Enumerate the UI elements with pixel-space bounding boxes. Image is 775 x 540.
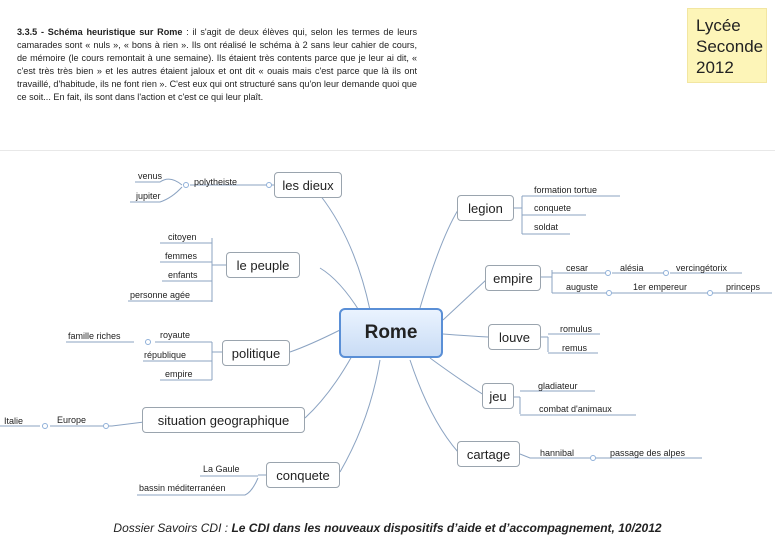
link-legion [419, 209, 459, 309]
leaf-jupiter: jupiter [136, 191, 161, 201]
leaf-premier-empereur: 1er empereur [633, 282, 688, 292]
node-legion[interactable]: legion [457, 195, 514, 221]
leaf-passage-alpes: passage des alpes [610, 448, 686, 458]
leaf-combat-animaux: combat d'animaux [539, 404, 612, 414]
leaf-soldat: soldat [534, 222, 559, 232]
leaf-gladiateur: gladiateur [538, 381, 578, 391]
leaf-polytheiste: polytheiste [194, 177, 238, 187]
center-node-rome[interactable]: Rome [339, 308, 443, 358]
collapse-dot-hannibal[interactable] [590, 455, 596, 461]
leaf-personne-agee: personne agée [130, 290, 191, 300]
leaf-royaute: royaute [160, 330, 191, 340]
header-paragraph: 3.3.5 - Schéma heuristique sur Rome : il… [17, 26, 417, 104]
leaf-princeps: princeps [726, 282, 761, 292]
leaf-formation-tortue: formation tortue [534, 185, 598, 195]
leaf-citoyen: citoyen [168, 232, 197, 242]
leaf-auguste: auguste [566, 282, 599, 292]
link-dieux [319, 194, 371, 311]
leaf-bassin-mediterraneen: bassin méditerranéen [139, 483, 226, 493]
node-politique[interactable]: politique [222, 340, 290, 366]
node-cartage[interactable]: cartage [457, 441, 520, 467]
leaf-europe: Europe [57, 415, 87, 425]
leaf-romulus: romulus [560, 324, 593, 334]
leaf-hannibal: hannibal [540, 448, 575, 458]
link-peuple [319, 267, 361, 313]
leaf-enfants: enfants [168, 270, 198, 280]
leaf-italie: Italie [4, 416, 24, 426]
collapse-dot-dieux[interactable] [183, 182, 189, 188]
leaf-empire-politique: empire [165, 369, 193, 379]
link-politique [289, 329, 341, 353]
level-badge: Lycée Seconde 2012 [687, 8, 767, 83]
node-empire[interactable]: empire [485, 265, 541, 291]
link-louve [442, 333, 489, 338]
node-conquete[interactable]: conquete [266, 462, 340, 488]
collapse-dot-dieux-main[interactable] [266, 182, 272, 188]
badge-line-1: Lycée [696, 16, 741, 35]
footer-caption: Dossier Savoirs CDI : Le CDI dans les no… [0, 521, 775, 535]
section-body: : il s'agit de deux élèves qui, selon le… [17, 27, 417, 102]
collapse-dot-auguste[interactable] [606, 290, 612, 296]
node-les-dieux[interactable]: les dieux [274, 172, 342, 198]
leaf-venus: venus [138, 171, 163, 181]
leaf-vercingetorix: vercingétorix [676, 263, 728, 273]
badge-line-3: 2012 [696, 58, 734, 77]
collapse-dot-italie[interactable] [42, 423, 48, 429]
collapse-dot-premier-empereur[interactable] [707, 290, 713, 296]
leaf-conquete-legion: conquete [534, 203, 572, 213]
node-jeu[interactable]: jeu [482, 383, 514, 409]
link-situation [304, 355, 353, 419]
link-conquete [339, 359, 381, 473]
node-situation-geographique[interactable]: situation geographique [142, 407, 305, 433]
collapse-dot-europe[interactable] [103, 423, 109, 429]
leaf-alesia: alésia [620, 263, 644, 273]
link-empire [442, 279, 487, 321]
node-le-peuple[interactable]: le peuple [226, 252, 300, 278]
leaf-femmes: femmes [165, 251, 198, 261]
footer-title: Le CDI dans les nouveaux dispositifs d’a… [231, 521, 662, 535]
leaf-remus: remus [562, 343, 588, 353]
leaf-la-gaule: La Gaule [203, 464, 240, 474]
collapse-dot-royaute[interactable] [145, 339, 151, 345]
leaf-cesar: cesar [566, 263, 589, 273]
collapse-dot-cesar[interactable] [605, 270, 611, 276]
link-cartage [409, 359, 459, 453]
leaf-famille-riches: famille riches [68, 331, 121, 341]
badge-line-2: Seconde [696, 37, 764, 56]
section-title: 3.3.5 - Schéma heuristique sur Rome [17, 27, 183, 37]
link-jeu [429, 357, 485, 396]
collapse-dot-alesia[interactable] [663, 270, 669, 276]
node-louve[interactable]: louve [488, 324, 541, 350]
leaf-republique: république [144, 350, 187, 360]
footer-prefix: Dossier Savoirs CDI : [113, 521, 232, 535]
